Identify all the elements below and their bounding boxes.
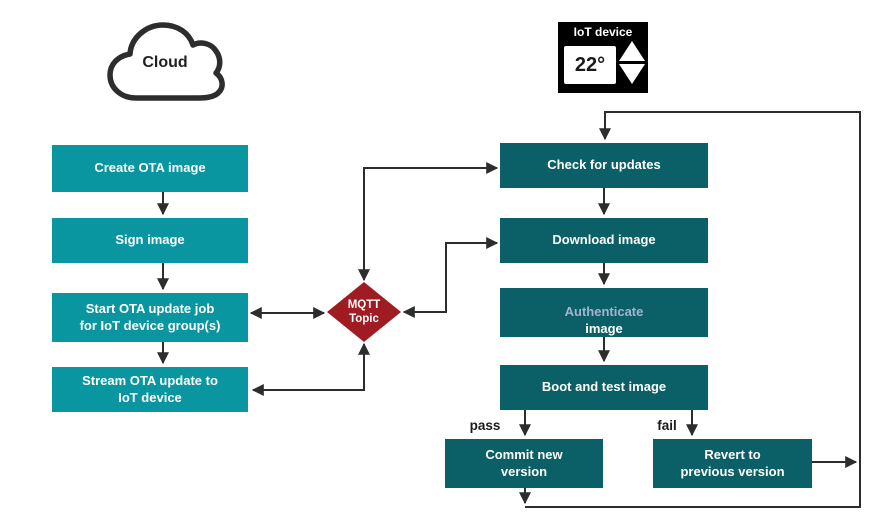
cloud-label: Cloud — [142, 54, 188, 71]
step-create-ota-image-label: Create OTA image — [94, 160, 206, 176]
step-check-for-updates: Check for updates — [500, 143, 708, 188]
step-start-ota-update-job: Start OTA update job for IoT device grou… — [52, 293, 248, 342]
temperature-display: 22° — [564, 46, 616, 84]
thermostat-arrows — [619, 41, 645, 84]
fail-branch-label: fail — [657, 418, 677, 433]
step-revert-previous-version-label: Revert to previous version — [680, 446, 785, 479]
step-sign-image-label: Sign image — [115, 232, 185, 248]
step-revert-previous-version: Revert to previous version — [653, 439, 812, 488]
step-create-ota-image: Create OTA image — [52, 145, 248, 192]
iot-device-icon: IoT device 22° — [558, 22, 648, 93]
step-stream-ota-update-label: Stream OTA update to IoT device — [82, 372, 218, 405]
arrow-mqtt-check-updates-bidirectional — [358, 162, 499, 282]
mqtt-topic-label: MQTT Topic — [347, 298, 381, 325]
step-commit-new-version-label: Commit new version — [485, 446, 563, 479]
feedback-loop-to-check-updates — [525, 111, 861, 508]
step-start-ota-update-job-label: Start OTA update job for IoT device grou… — [79, 300, 221, 333]
step-check-for-updates-label: Check for updates — [547, 157, 661, 173]
up-triangle-icon — [619, 41, 645, 61]
authenticate-rest: image — [585, 320, 623, 336]
step-authenticate-image: Authenticate image — [500, 288, 708, 337]
arrow-stream-mqtt-bidirectional — [251, 342, 370, 396]
authenticate-word: Authenticate — [564, 304, 644, 320]
step-download-image-label: Download image — [552, 232, 656, 248]
step-stream-ota-update: Stream OTA update to IoT device — [52, 367, 248, 412]
step-commit-new-version: Commit new version — [445, 439, 603, 488]
down-triangle-icon — [619, 64, 645, 84]
step-boot-and-test-image: Boot and test image — [500, 365, 708, 410]
step-boot-and-test-image-label: Boot and test image — [541, 379, 667, 395]
step-sign-image: Sign image — [52, 218, 248, 263]
pass-branch-label: pass — [469, 418, 501, 433]
cloud-icon — [107, 22, 225, 101]
step-download-image: Download image — [500, 218, 708, 263]
arrow-mqtt-download-bidirectional — [402, 237, 499, 318]
iot-device-label: IoT device — [573, 25, 633, 39]
